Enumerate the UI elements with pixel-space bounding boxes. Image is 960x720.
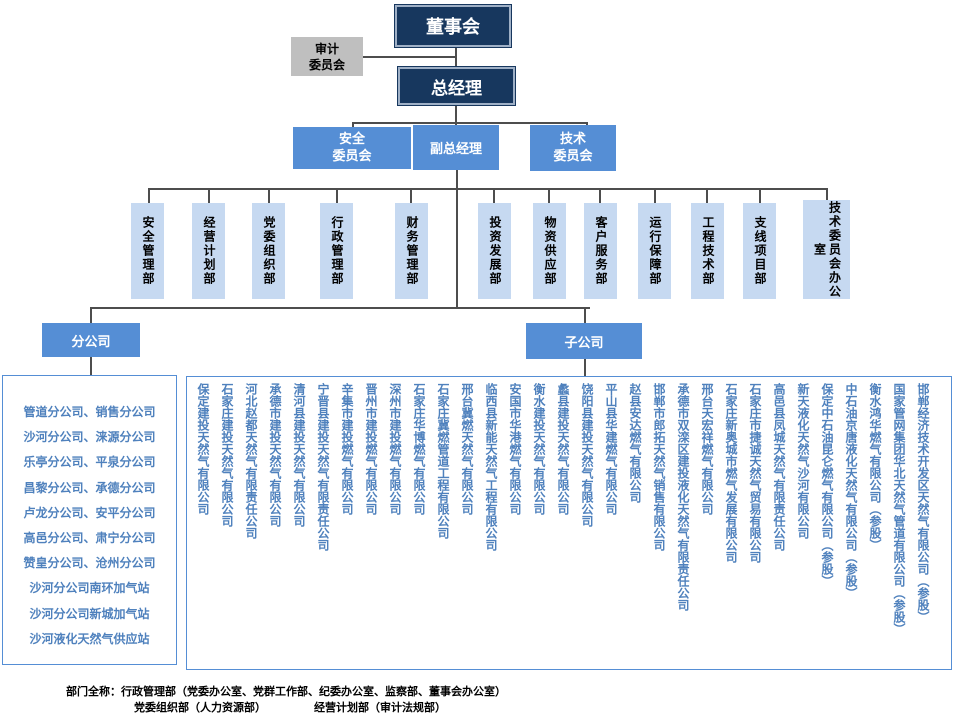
list-item: 邢台冀燃天然气有限公司: [460, 383, 474, 515]
list-item: 石家庄冀燃管道工程有限公司: [436, 383, 450, 539]
connector-line: [654, 188, 656, 203]
connector-line: [410, 188, 412, 203]
list-item: 乐亭分公司、平泉分公司: [23, 455, 156, 469]
list-item: 邯郸市郎拓天然气销售有限公司: [652, 383, 666, 551]
connector-line: [455, 105, 457, 125]
footnote-line-2: 党委组织部（人力资源部）: [134, 701, 266, 714]
dept-safety-management: 安全管理部: [131, 203, 164, 299]
list-item: 沙河液化天然气供应站: [29, 632, 150, 646]
dept-business-planning: 经营计划部: [192, 203, 225, 299]
list-item: 石家庄新奥城市燃气发展有限公司: [724, 383, 738, 563]
connector-line: [759, 188, 761, 203]
connector-line: [455, 46, 457, 68]
connector-line: [360, 56, 456, 58]
dept-administration: 行政管理部: [320, 203, 353, 299]
list-item: 沙河分公司新城加气站: [29, 607, 150, 621]
list-item: 卢龙分公司、安平分公司: [23, 506, 156, 520]
connector-line: [90, 307, 590, 309]
connector-line: [352, 122, 354, 128]
list-item: 衡水鸿华燃气有限公司（参股）: [868, 383, 882, 551]
connector-line: [148, 188, 828, 190]
dept-materials: 物资供应部: [533, 203, 566, 299]
list-item: 邢台天宏祥燃气有限公司: [700, 383, 714, 515]
subsidiary-list-panel: 保定建投天然气有限公司 石家庄建投天然气有限公司 河北赵都天然气有限责任公司 承…: [186, 376, 952, 670]
list-item: 宁晋县建投天然气有限责任公司: [316, 383, 330, 551]
list-item: 赞皇分公司、沧州分公司: [23, 556, 156, 570]
list-item: 衡水建投天然气有限公司: [532, 383, 546, 515]
list-item: 高邑分公司、肃宁分公司: [23, 531, 156, 545]
list-item: 保定建投天然气有限公司: [196, 383, 210, 515]
branch-company-node: 分公司: [42, 323, 140, 357]
list-item: 辛集市建投燃气有限公司: [340, 383, 354, 515]
list-item: 新天液化天然气沙河有限公司: [796, 383, 810, 539]
list-item: 赵县安达燃气有限公司: [628, 383, 642, 503]
list-item: 临西县新能天然气工程有限公司: [484, 383, 498, 551]
list-item: 承德市双滦区建投液化天然气有限责任公司: [676, 383, 690, 611]
branch-list-panel: 管道分公司、销售分公司 沙河分公司、涞源分公司 乐亭分公司、平泉分公司 昌黎分公…: [2, 375, 177, 665]
deputy-gm-node: 副总经理: [413, 125, 499, 170]
dept-engineering: 工程技术部: [691, 203, 724, 299]
connector-line: [584, 307, 586, 323]
list-item: 石家庄市捷诚天然气贸易有限公司: [748, 383, 762, 563]
list-item: 高邑县凤城天然气有限责任公司: [772, 383, 786, 551]
list-item: 承德市建投天然气有限公司: [268, 383, 282, 527]
subsidiary-company-node: 子公司: [526, 323, 642, 359]
connector-line: [493, 188, 495, 203]
list-item: 沙河分公司、涞源分公司: [23, 430, 156, 444]
list-item: 清河县建投天然气有限公司: [292, 383, 306, 527]
list-item: 中石油京唐液化天然气有限公司（参股）: [844, 383, 858, 599]
dept-operation-support: 运行保障部: [638, 203, 671, 299]
dept-finance: 财务管理部: [395, 203, 428, 299]
connector-line: [826, 188, 828, 200]
list-item: 晋州市建投燃气有限公司: [364, 383, 378, 515]
board-node: 董事会: [395, 5, 511, 47]
list-item: 石家庄建投天然气有限公司: [220, 383, 234, 527]
safety-committee-node: 安全 委员会: [293, 127, 411, 169]
connector-line: [352, 122, 587, 124]
dept-party-organization: 党委组织部: [252, 203, 285, 299]
list-item: 蠡县建投天然气有限公司: [556, 383, 570, 515]
list-item: 河北赵都天然气有限责任公司: [244, 383, 258, 539]
list-item: 深州市建投燃气有限公司: [388, 383, 402, 515]
list-item: 沙河分公司南环加气站: [29, 581, 150, 595]
connector-line: [90, 357, 92, 375]
connector-line: [268, 188, 270, 203]
connector-line: [456, 170, 458, 308]
connector-line: [599, 188, 601, 203]
dept-investment: 投资发展部: [478, 203, 511, 299]
connector-line: [208, 188, 210, 203]
list-item: 保定中石油昆仑燃气有限公司（参股）: [820, 383, 834, 587]
connector-line: [706, 188, 708, 203]
connector-line: [90, 307, 92, 323]
connector-line: [336, 188, 338, 203]
list-item: 国家管网集团华北天然气管道有限公司（参股）: [892, 383, 906, 635]
dept-customer-service: 客户服务部: [584, 203, 617, 299]
list-item: 石家庄华博燃气有限公司: [412, 383, 426, 515]
list-item: 昌黎分公司、承德分公司: [23, 481, 156, 495]
list-item: 饶阳县建投天然气有限公司: [580, 383, 594, 527]
connector-line: [584, 358, 586, 376]
dept-tech-committee-office: 技术委员会办公室: [803, 200, 850, 299]
footnote-line-3: 经营计划部（审计法规部）: [314, 701, 446, 714]
list-item: 管道分公司、销售分公司: [23, 405, 156, 419]
footnote-line-1: 部门全称：行政管理部（党委办公室、党群工作部、纪委办公室、监察部、董事会办公室）: [66, 685, 506, 698]
list-item: 安国市华港燃气有限公司: [508, 383, 522, 515]
list-item: 邯郸经济技术开发区天然气有限公司（参股）: [916, 383, 930, 623]
list-item: 平山县华建燃气有限公司: [604, 383, 618, 515]
connector-line: [148, 188, 150, 203]
connector-line: [548, 188, 550, 203]
dept-branch-projects: 支线项目部: [743, 203, 776, 299]
audit-committee-node: 审计 委员会: [291, 37, 363, 76]
general-manager-node: 总经理: [398, 67, 515, 105]
tech-committee-node: 技术 委员会: [530, 125, 616, 171]
